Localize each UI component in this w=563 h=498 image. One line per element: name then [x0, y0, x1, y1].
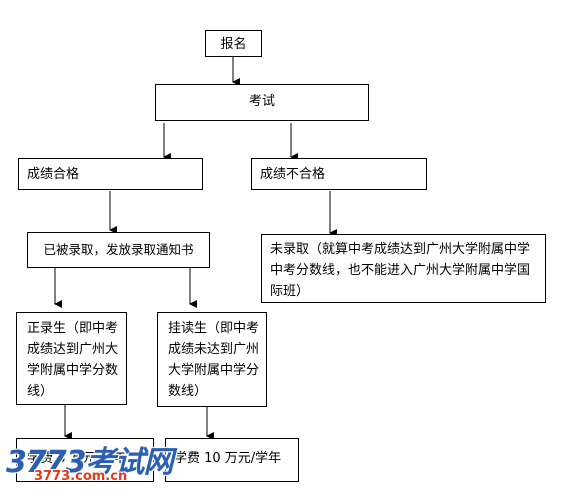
- watermark-logo-text: 3773考试网: [6, 445, 173, 480]
- node-fail-label: 成绩不合格: [260, 167, 326, 182]
- node-register-label: 报名: [220, 37, 247, 52]
- node-regular-label: 正录生（即中考成绩达到广州大学附属中学分数线）: [27, 321, 119, 399]
- node-regular: 正录生（即中考成绩达到广州大学附属中学分数线）: [16, 312, 127, 405]
- node-not-admitted-label: 未录取（就算中考成绩达到广州大学附属中学中考分数线，也不能进入广州大学附属中学国…: [270, 242, 531, 299]
- node-not-admitted: 未录取（就算中考成绩达到广州大学附属中学中考分数线，也不能进入广州大学附属中学国…: [261, 234, 546, 303]
- node-fee-sponsored-label: 学费 10 万元/学年: [174, 451, 282, 466]
- node-admitted: 已被录取，发放录取通知书: [27, 232, 210, 268]
- node-pass-label: 成绩合格: [27, 167, 80, 182]
- watermark-domain: 3773.com.cn: [34, 469, 128, 484]
- node-admitted-label: 已被录取，发放录取通知书: [43, 242, 194, 257]
- node-fee-regular: 学费 8 万元/学年: [16, 438, 154, 482]
- node-fee-sponsored: 学费 10 万元/学年: [165, 438, 299, 482]
- site-watermark-logo: 3773考试网 3773.com.cn: [6, 437, 173, 484]
- node-fee-regular-label: 学费 8 万元/学年: [27, 451, 126, 466]
- node-sponsored-label: 挂读生（即中考成绩未达到广州大学附属中学分数线）: [168, 321, 260, 399]
- node-exam-label: 考试: [248, 94, 275, 109]
- node-fail: 成绩不合格: [251, 158, 427, 190]
- node-pass: 成绩合格: [18, 158, 203, 190]
- node-exam: 考试: [155, 84, 369, 121]
- node-sponsored: 挂读生（即中考成绩未达到广州大学附属中学分数线）: [157, 312, 267, 407]
- node-register: 报名: [205, 30, 262, 57]
